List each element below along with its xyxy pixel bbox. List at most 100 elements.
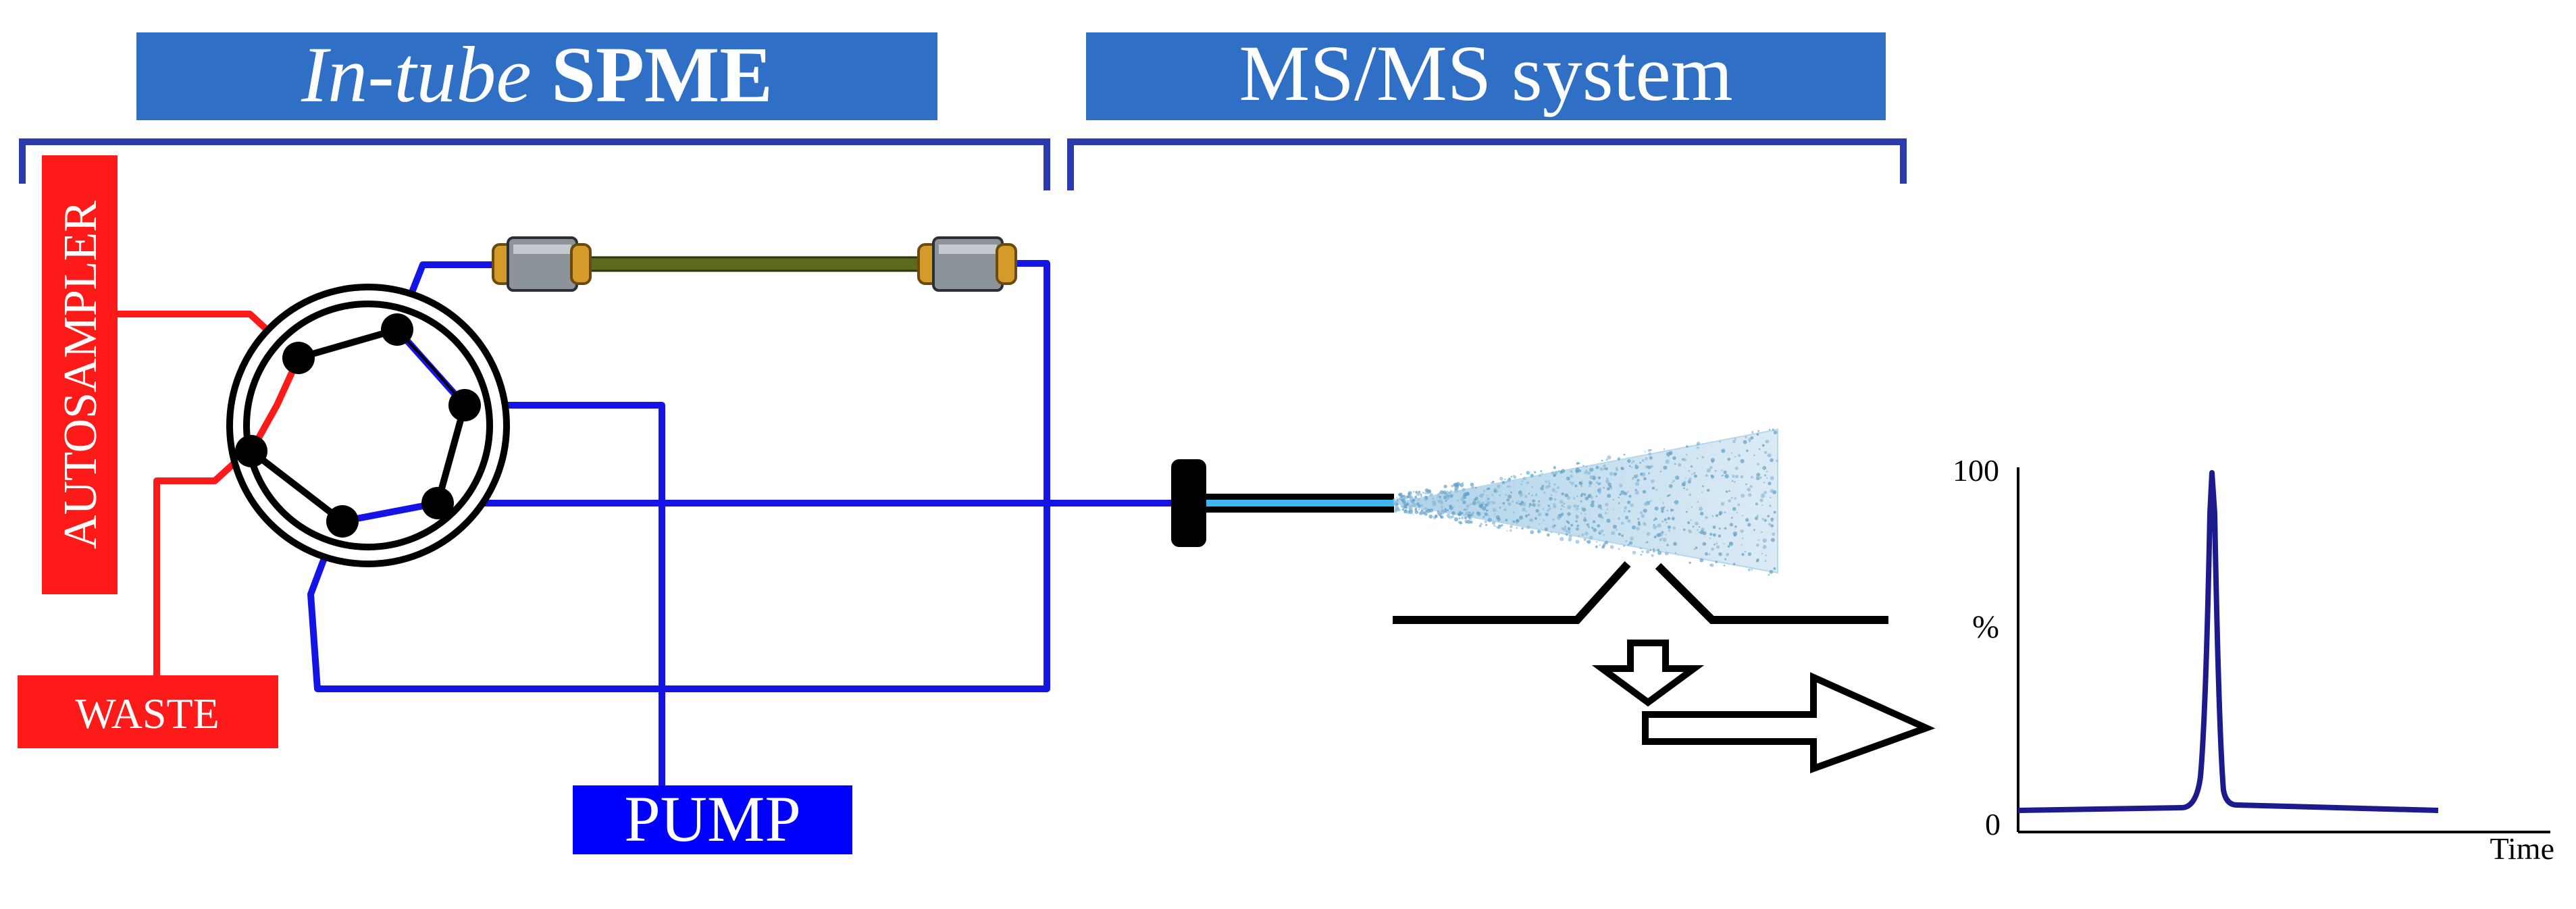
spray-droplet bbox=[1424, 498, 1427, 502]
spray-droplet bbox=[1416, 502, 1420, 506]
spray-droplet bbox=[1768, 482, 1772, 486]
spray-droplet bbox=[1631, 525, 1636, 529]
spray-droplet bbox=[1641, 514, 1645, 518]
spray-droplet bbox=[1645, 502, 1648, 504]
spray-droplet bbox=[1550, 494, 1553, 496]
spray-droplet bbox=[1563, 506, 1565, 508]
spray-droplet bbox=[1747, 568, 1751, 571]
spray-droplet bbox=[1518, 500, 1520, 502]
spray-droplet bbox=[1437, 500, 1440, 503]
spray-droplet bbox=[1460, 483, 1464, 488]
spray-droplet bbox=[1666, 521, 1668, 524]
spray-droplet bbox=[1526, 525, 1530, 529]
spray-droplet bbox=[1693, 472, 1695, 474]
spray-droplet bbox=[1672, 479, 1675, 482]
spray-droplet bbox=[1525, 510, 1528, 513]
spray-droplet bbox=[1507, 479, 1511, 483]
spray-droplet bbox=[1689, 477, 1692, 481]
spray-droplet bbox=[1744, 550, 1747, 553]
spray-droplet bbox=[1665, 459, 1670, 464]
spray-droplet bbox=[1614, 472, 1618, 476]
spray-droplet bbox=[1560, 470, 1564, 474]
spray-droplet bbox=[1603, 487, 1605, 489]
spray-droplet bbox=[1765, 554, 1767, 556]
spray-droplet bbox=[1662, 502, 1664, 504]
chromatogram-trace bbox=[2017, 470, 2439, 813]
spray-droplet bbox=[1643, 509, 1647, 513]
spray-droplet bbox=[1663, 465, 1668, 470]
spray-droplet bbox=[1552, 518, 1555, 521]
right-arrow bbox=[1642, 672, 1936, 774]
spray-droplet bbox=[1440, 501, 1444, 504]
spray-droplet bbox=[1768, 573, 1770, 576]
spray-droplet bbox=[1749, 485, 1753, 488]
pump-label: PUMP bbox=[624, 783, 800, 855]
spray-droplet bbox=[1505, 481, 1508, 484]
spray-droplet bbox=[1582, 507, 1587, 512]
spray-droplet bbox=[1674, 463, 1676, 465]
spray-droplet bbox=[1451, 484, 1454, 488]
spray-droplet bbox=[1510, 525, 1513, 528]
spray-droplet bbox=[1645, 550, 1650, 554]
spray-droplet bbox=[1597, 476, 1601, 479]
spray-droplet bbox=[1521, 480, 1524, 482]
spray-droplet bbox=[1491, 482, 1493, 484]
spray-droplet bbox=[1439, 490, 1444, 494]
spray-droplet bbox=[1557, 533, 1560, 536]
spray-droplet bbox=[1634, 482, 1640, 486]
spray-droplet bbox=[1776, 459, 1779, 463]
spray-droplet bbox=[1635, 490, 1639, 495]
spray-droplet bbox=[1561, 492, 1564, 496]
spray-droplet bbox=[1499, 477, 1503, 481]
spray-droplet bbox=[1740, 529, 1744, 534]
spray-droplet bbox=[1487, 488, 1489, 490]
spray-droplet bbox=[1718, 511, 1723, 515]
spray-droplet bbox=[1737, 503, 1741, 507]
spray-droplet bbox=[1683, 487, 1685, 490]
spray-droplet bbox=[1759, 476, 1762, 479]
spray-droplet bbox=[1530, 529, 1535, 534]
spray-droplet bbox=[1547, 504, 1551, 507]
spray-droplet bbox=[1773, 430, 1778, 435]
autosampler-label-box bbox=[42, 155, 118, 594]
spray-droplet bbox=[1718, 527, 1721, 530]
spray-droplet bbox=[1470, 513, 1474, 517]
spray-droplet bbox=[1624, 506, 1628, 510]
spray-droplet bbox=[1545, 513, 1549, 517]
valve-port-6 bbox=[235, 435, 267, 467]
down-arrow bbox=[1591, 640, 1705, 707]
spray-droplet bbox=[1585, 496, 1589, 500]
spray-droplet bbox=[1741, 552, 1745, 556]
spray-droplet bbox=[1648, 452, 1652, 456]
spray-droplet bbox=[1535, 509, 1539, 513]
spray-droplet bbox=[1731, 517, 1733, 519]
spray-droplet bbox=[1451, 515, 1454, 518]
spray-droplet bbox=[1653, 550, 1655, 552]
spray-droplet bbox=[1447, 491, 1451, 494]
spray-droplet bbox=[1647, 448, 1651, 452]
spray-droplet bbox=[1580, 512, 1582, 515]
spray-droplet bbox=[1492, 508, 1497, 513]
spray-droplet bbox=[1519, 492, 1524, 497]
spray-droplet bbox=[1512, 520, 1516, 523]
spray-droplet bbox=[1697, 501, 1699, 503]
spray-droplet bbox=[1551, 488, 1556, 492]
spray-droplet bbox=[1475, 486, 1477, 489]
spray-droplet bbox=[1612, 525, 1617, 529]
spray-droplet bbox=[1439, 515, 1443, 518]
spray-droplet bbox=[1653, 548, 1655, 550]
spray-droplet bbox=[1575, 469, 1578, 473]
spray-droplet bbox=[1634, 465, 1639, 469]
spray-droplet bbox=[1716, 545, 1720, 549]
spray-droplet bbox=[1450, 517, 1452, 519]
spray-droplet bbox=[1654, 507, 1659, 511]
spray-droplet bbox=[1755, 502, 1758, 506]
spray-droplet bbox=[1758, 448, 1761, 450]
spray-droplet bbox=[1747, 523, 1751, 527]
spray-droplet bbox=[1418, 509, 1420, 511]
spray-droplet bbox=[1634, 474, 1639, 478]
spray-droplet bbox=[1583, 493, 1587, 496]
spray-droplet bbox=[1412, 503, 1416, 507]
spray-droplet bbox=[1502, 502, 1505, 505]
